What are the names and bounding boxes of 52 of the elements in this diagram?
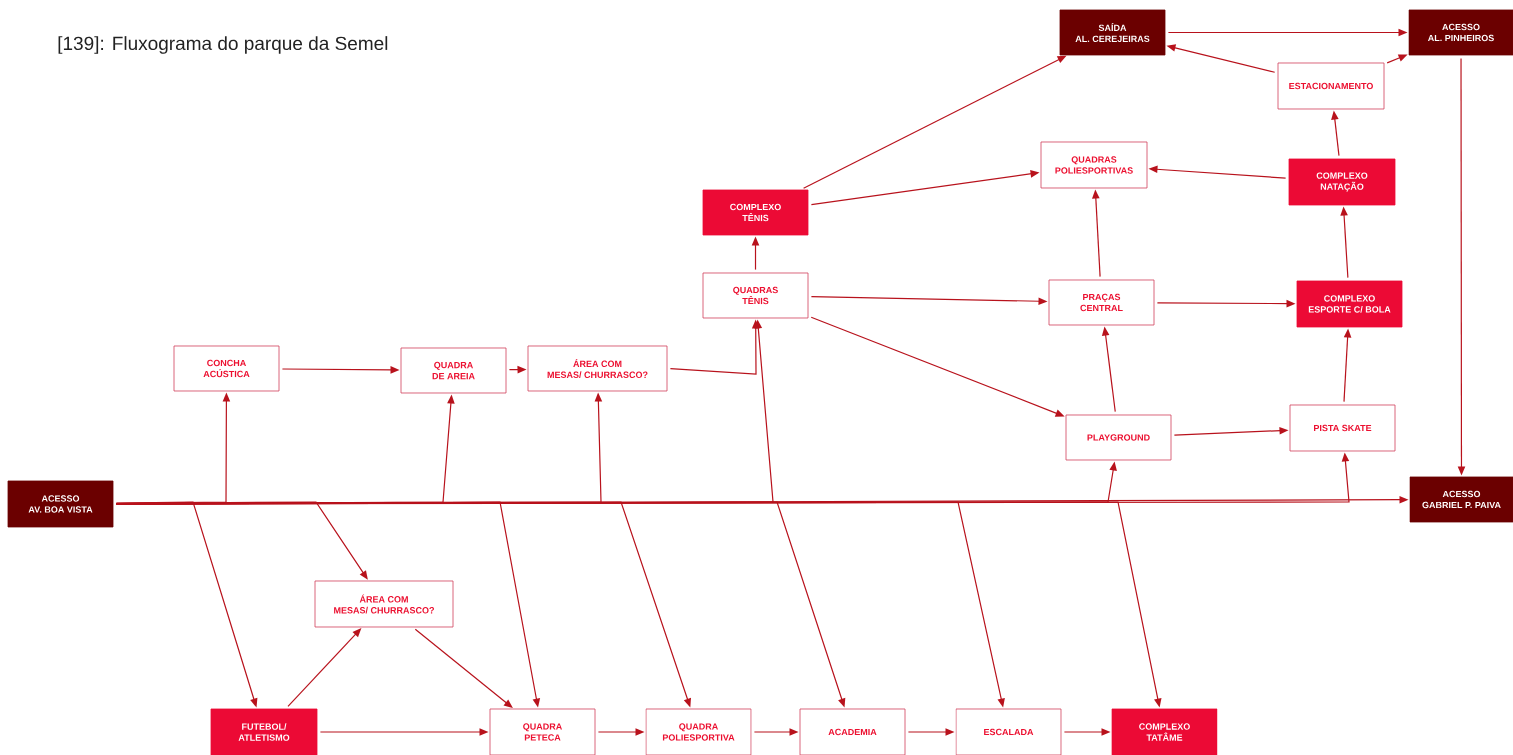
facility-box: COMPLEXO ESPORTE C/ BOLA — [1296, 280, 1403, 328]
access-box: ACESSO AV. BOA VISTA — [7, 480, 114, 528]
arrow — [1173, 426, 1289, 436]
area-box: PLAYGROUND — [1065, 414, 1172, 461]
arrow — [597, 728, 645, 736]
area-box: ÁREA COM MESAS/ CHURRASCO? — [527, 345, 668, 392]
arrow — [907, 728, 955, 736]
area-box: QUADRAS TÊNIS — [702, 272, 809, 319]
arrow — [281, 366, 400, 374]
access-box: ACESSO GABRIEL P. PAIVA — [1409, 476, 1513, 523]
arrow — [1331, 110, 1340, 157]
arrow — [1156, 299, 1296, 308]
facility-box: COMPLEXO NATAÇÃO — [1288, 158, 1396, 206]
arrow — [319, 728, 489, 736]
arrow — [751, 236, 760, 271]
area-box: CONCHA ACÚSTICA — [173, 345, 280, 392]
area-box: QUADRA PETECA — [489, 708, 596, 755]
arrow — [115, 501, 258, 708]
facility-box: FUTEBOL/ ATLETISMO — [210, 708, 318, 755]
arrow — [803, 55, 1067, 189]
area-box: QUADRAS POLIESPORTIVAS — [1040, 141, 1148, 189]
arrow — [1167, 28, 1408, 37]
arrow — [414, 628, 513, 709]
arrow — [753, 728, 799, 736]
area-box: PRAÇAS CENTRAL — [1048, 279, 1155, 326]
arrow — [1148, 165, 1287, 179]
arrow — [1340, 206, 1349, 279]
area-box: ESCALADA — [955, 708, 1062, 755]
arrow — [1063, 728, 1111, 736]
arrow — [508, 365, 527, 374]
arrow — [1343, 328, 1352, 403]
arrow — [669, 319, 760, 375]
arrow — [1457, 57, 1466, 476]
area-box: ACADEMIA — [799, 708, 906, 755]
facility-box: COMPLEXO TATÂME — [1111, 708, 1218, 755]
title: [139]: Fluxograma do parque da Semel — [58, 36, 388, 54]
access-box: ACESSO AL. PINHEIROS — [1408, 9, 1513, 56]
area-box: QUADRA POLIESPORTIVA — [645, 708, 752, 755]
area-box: QUADRA DE AREIA — [400, 347, 507, 394]
arrow — [287, 628, 362, 707]
arrow — [810, 170, 1040, 206]
arrow — [810, 316, 1065, 417]
arrow — [1166, 44, 1276, 73]
arrow — [1092, 189, 1101, 278]
arrow — [810, 296, 1048, 305]
area-box: ESTACIONAMENTO — [1277, 62, 1385, 110]
area-box: PISTA SKATE — [1289, 404, 1396, 452]
facility-box: COMPLEXO TÊNIS — [702, 189, 809, 236]
arrow — [1386, 54, 1408, 64]
access-box: SAÍDA AL. CEREJEIRAS — [1059, 9, 1166, 56]
arrow — [1101, 326, 1116, 413]
area-box: ÁREA COM MESAS/ CHURRASCO? — [314, 580, 454, 628]
